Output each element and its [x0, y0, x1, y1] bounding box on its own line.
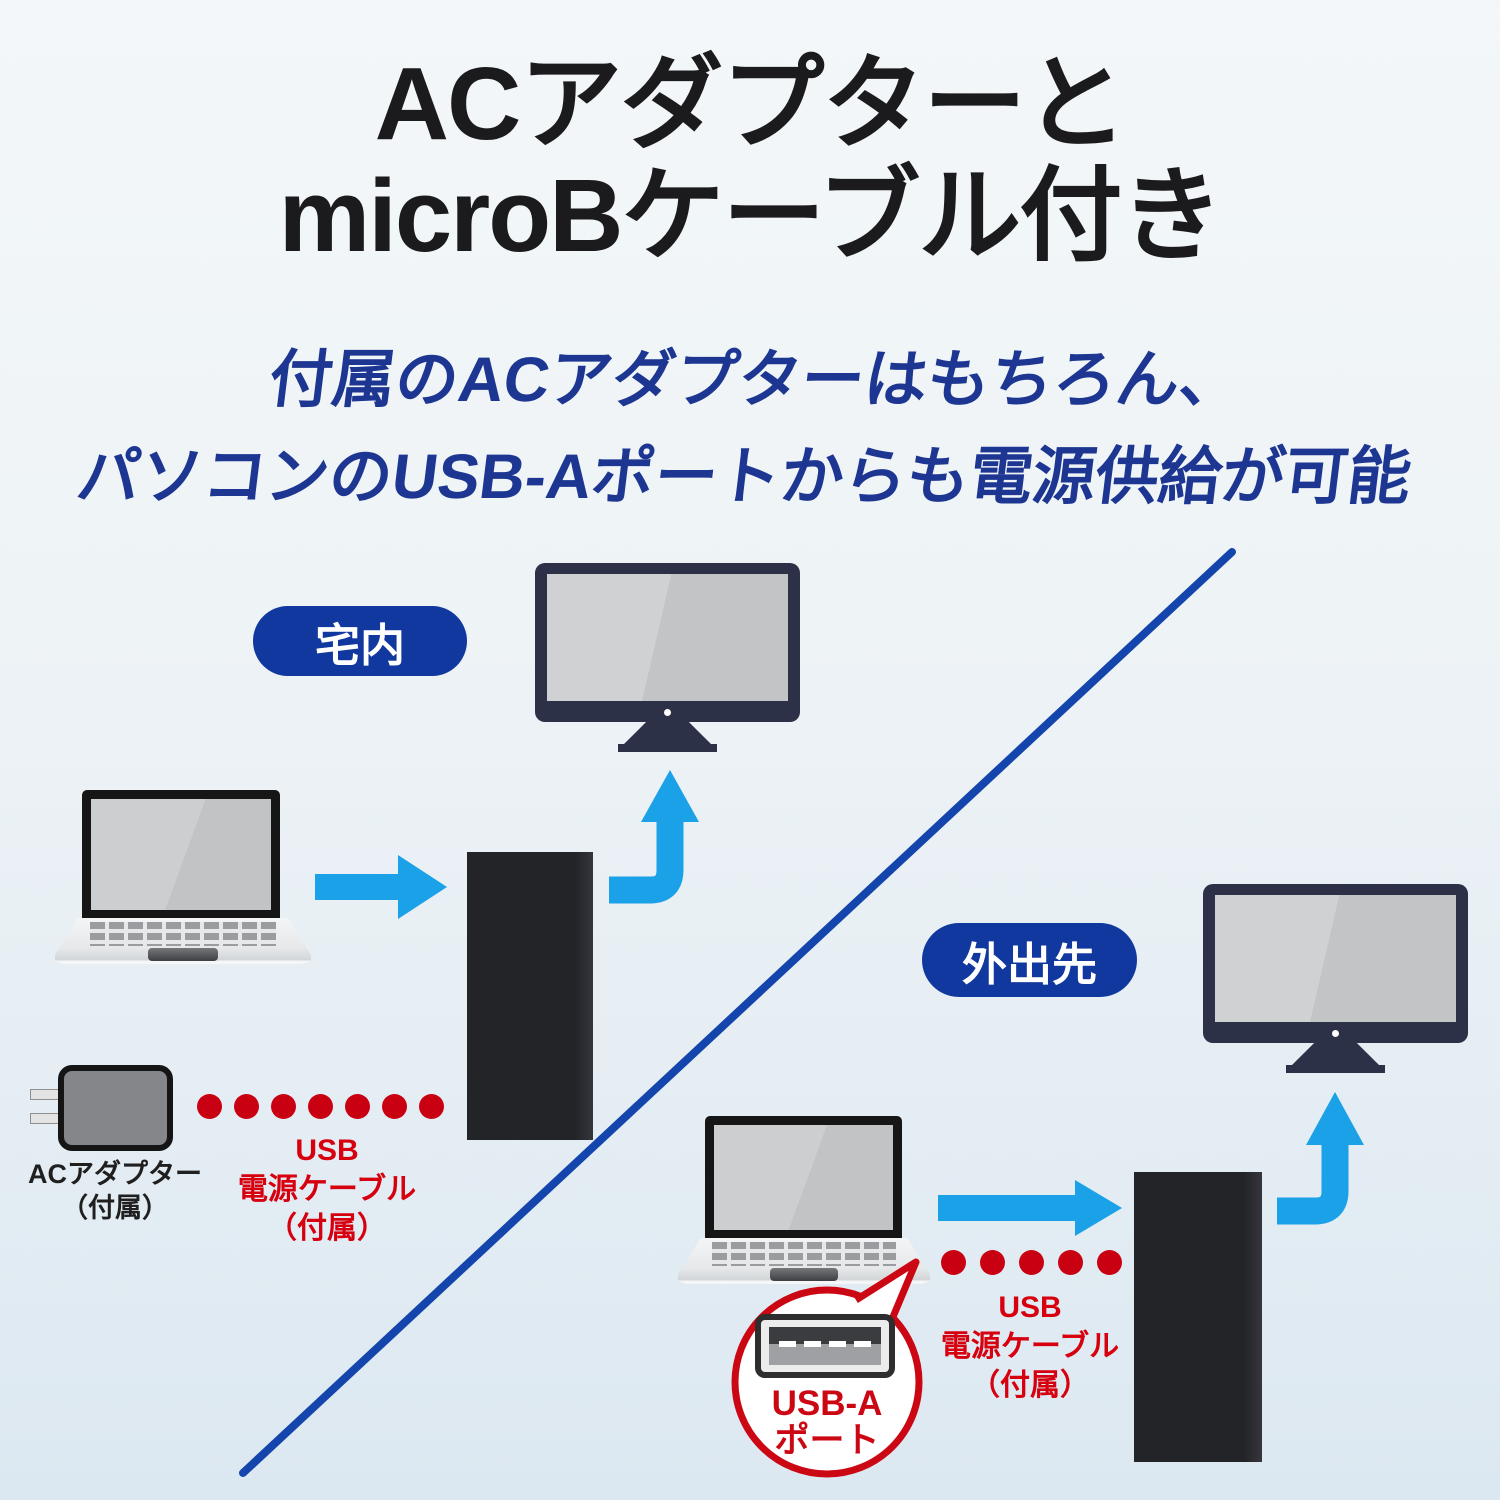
usb-cable-label-line3: （付属） — [267, 1212, 387, 1245]
cable-dot — [941, 1250, 966, 1275]
cable-dot — [1058, 1250, 1083, 1275]
usb-a-port-icon — [755, 1314, 895, 1378]
cable-dot — [197, 1094, 222, 1119]
usb-a-port-pins — [779, 1341, 871, 1347]
cable-dot — [382, 1094, 407, 1119]
arrow-up-curved-icon — [1277, 1092, 1364, 1225]
home-scene-badge: 宅内 — [253, 606, 467, 676]
monitor-screen — [1215, 895, 1456, 1022]
usb-a-port-label-line1: USB-A — [771, 1384, 883, 1423]
monitor-icon — [535, 563, 800, 753]
monitor-stand-neck — [623, 722, 712, 745]
usb-cable-label-line1: USB — [295, 1134, 359, 1167]
usb-cable-label: USB 電源ケーブル （付属） — [930, 1288, 1130, 1405]
usb-a-port-cavity — [769, 1327, 881, 1365]
ac-adapter-label: ACアダプター （付属） — [10, 1157, 220, 1225]
laptop-keyboard — [90, 922, 276, 946]
cable-dot — [308, 1094, 333, 1119]
laptop-trackpad — [148, 948, 218, 961]
usb-cable-label-line2: 電源ケーブル — [237, 1173, 417, 1206]
page-title-line2: microBケーブル付き — [278, 158, 1224, 273]
dotted-cable-icon — [197, 1094, 444, 1119]
cable-dot — [345, 1094, 370, 1119]
monitor-screen — [547, 574, 788, 701]
laptop-keyboard — [712, 1242, 896, 1266]
usb-a-port-tongue — [769, 1327, 881, 1344]
ac-adapter-label-line2: （付属） — [61, 1193, 169, 1223]
hdd-icon — [1134, 1172, 1262, 1462]
away-scene-badge: 外出先 — [922, 923, 1137, 997]
ac-adapter-label-line1: ACアダプター — [28, 1159, 202, 1189]
page-title-line1: ACアダプターと — [374, 46, 1128, 161]
laptop-trackpad — [770, 1268, 838, 1281]
arrow-right-icon — [315, 855, 447, 919]
cable-dot — [419, 1094, 444, 1119]
cable-dot — [1097, 1250, 1122, 1275]
monitor-camera-dot — [664, 709, 671, 716]
laptop-screen — [91, 799, 271, 910]
arrow-right-icon — [938, 1180, 1122, 1236]
ac-adapter-icon — [58, 1065, 173, 1151]
laptop-screen — [714, 1125, 893, 1230]
home-scene-badge-label: 宅内 — [314, 619, 405, 671]
cable-dot — [980, 1250, 1005, 1275]
usb-a-port-label-line2: ポート — [774, 1421, 880, 1460]
usb-cable-label: USB 電源ケーブル （付属） — [227, 1131, 427, 1248]
page-title: ACアダプターと microBケーブル付き — [0, 48, 1500, 272]
usb-cable-label-line3: （付属） — [970, 1369, 1090, 1402]
away-scene-badge-label: 外出先 — [961, 938, 1097, 990]
usb-a-port-label: USB-A ポート — [727, 1385, 927, 1459]
usb-cable-label-line2: 電源ケーブル — [940, 1330, 1120, 1363]
monitor-stand-base — [1286, 1065, 1385, 1073]
monitor-icon — [1203, 884, 1468, 1074]
cable-dot — [234, 1094, 259, 1119]
monitor-camera-dot — [1332, 1030, 1339, 1037]
cable-dot — [1019, 1250, 1044, 1275]
monitor-stand-base — [618, 744, 717, 752]
arrow-up-curved-icon — [609, 770, 699, 904]
usb-cable-label-line1: USB — [998, 1291, 1062, 1324]
cable-dot — [271, 1094, 296, 1119]
hdd-icon — [467, 852, 593, 1140]
dotted-cable-icon — [941, 1250, 1122, 1275]
monitor-stand-neck — [1291, 1043, 1380, 1066]
